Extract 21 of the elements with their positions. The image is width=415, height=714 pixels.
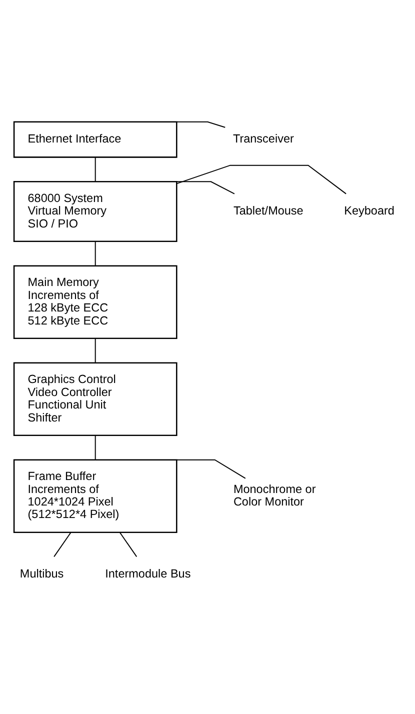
connector <box>176 121 226 128</box>
node-box: 68000 System Virtual Memory SIO / PIO <box>13 181 178 242</box>
connector <box>176 181 235 194</box>
node-text: Multibus <box>20 567 64 580</box>
node-box: Graphics Control Video Controller Functional Unit Shifter <box>13 362 178 436</box>
node-box: Ethernet Interface <box>13 121 178 158</box>
connector <box>176 459 246 479</box>
node-text: Tablet/Mouse <box>233 204 304 218</box>
node-box: Main Memory Increments of 128 kByte ECC 512 kByte ECC <box>13 265 178 340</box>
node-box: Frame Buffer Increments of 1024*1024 Pixel (512*512*4 Pixel) <box>13 459 178 533</box>
connector <box>94 157 96 182</box>
connector <box>94 338 96 364</box>
node-text: Transceiver <box>232 132 294 146</box>
connector <box>119 532 138 558</box>
node-text: Intermodule Bus <box>105 567 191 580</box>
connector <box>94 241 96 266</box>
connector <box>176 164 347 194</box>
node-text: Keyboard <box>344 204 394 218</box>
connector <box>94 435 96 460</box>
node-text: Monochrome or Color Monitor <box>233 482 316 508</box>
connector <box>54 532 72 558</box>
